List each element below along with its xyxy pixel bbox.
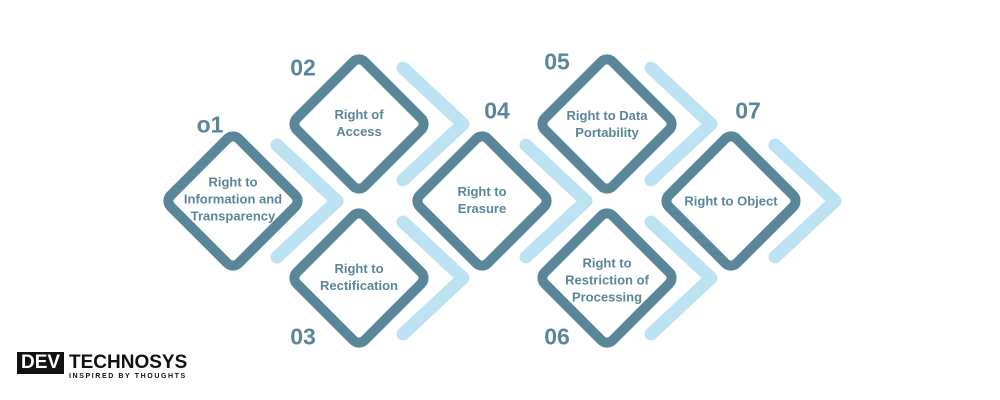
step-3-label: Right to Rectification (319, 261, 398, 293)
step-1-number: o1 (196, 111, 224, 138)
step-diamond-1 (163, 131, 303, 271)
step-diamond-2 (289, 54, 429, 194)
step-6-number: 06 (544, 323, 570, 350)
chevron-arrow-2 (396, 61, 470, 187)
step-2-number: 02 (290, 54, 316, 81)
logo-technosys: TECHNOSYS (69, 352, 188, 373)
chevron-arrow-4 (519, 138, 593, 264)
step-4-label: Right to Erasure (457, 184, 507, 216)
step-diamond-3 (289, 208, 429, 348)
logo-tagline: INSPIRED BY THOUGHTS (69, 373, 187, 380)
step-7-number: 07 (735, 97, 761, 124)
logo-dev: DEV (17, 352, 65, 374)
chevron-arrow-5 (644, 61, 718, 187)
step-6-label: Right to Restriction of Processing (565, 255, 649, 305)
chevron-arrow-1 (270, 138, 344, 264)
step-5-number: 05 (544, 48, 570, 75)
step-4-number: 04 (484, 97, 510, 124)
chevron-arrow-6 (644, 215, 718, 341)
chevron-arrow-3 (396, 215, 470, 341)
step-2-label: Right of Access (334, 107, 384, 139)
step-1-label: Right to Information and Transparency (183, 174, 283, 224)
devtechnosys-logo: DEV TECHNOSYS INSPIRED BY THOUGHTS (17, 352, 192, 382)
step-diamond-5 (537, 54, 677, 194)
chevron-arrow-7 (768, 138, 842, 264)
step-3-number: 03 (290, 323, 316, 350)
step-7-label: Right to Object (684, 193, 778, 209)
step-5-label: Right to Data Portability (566, 108, 648, 140)
step-diamond-7 (661, 131, 801, 271)
step-diamond-6 (537, 208, 677, 348)
step-diamond-4 (412, 131, 552, 271)
